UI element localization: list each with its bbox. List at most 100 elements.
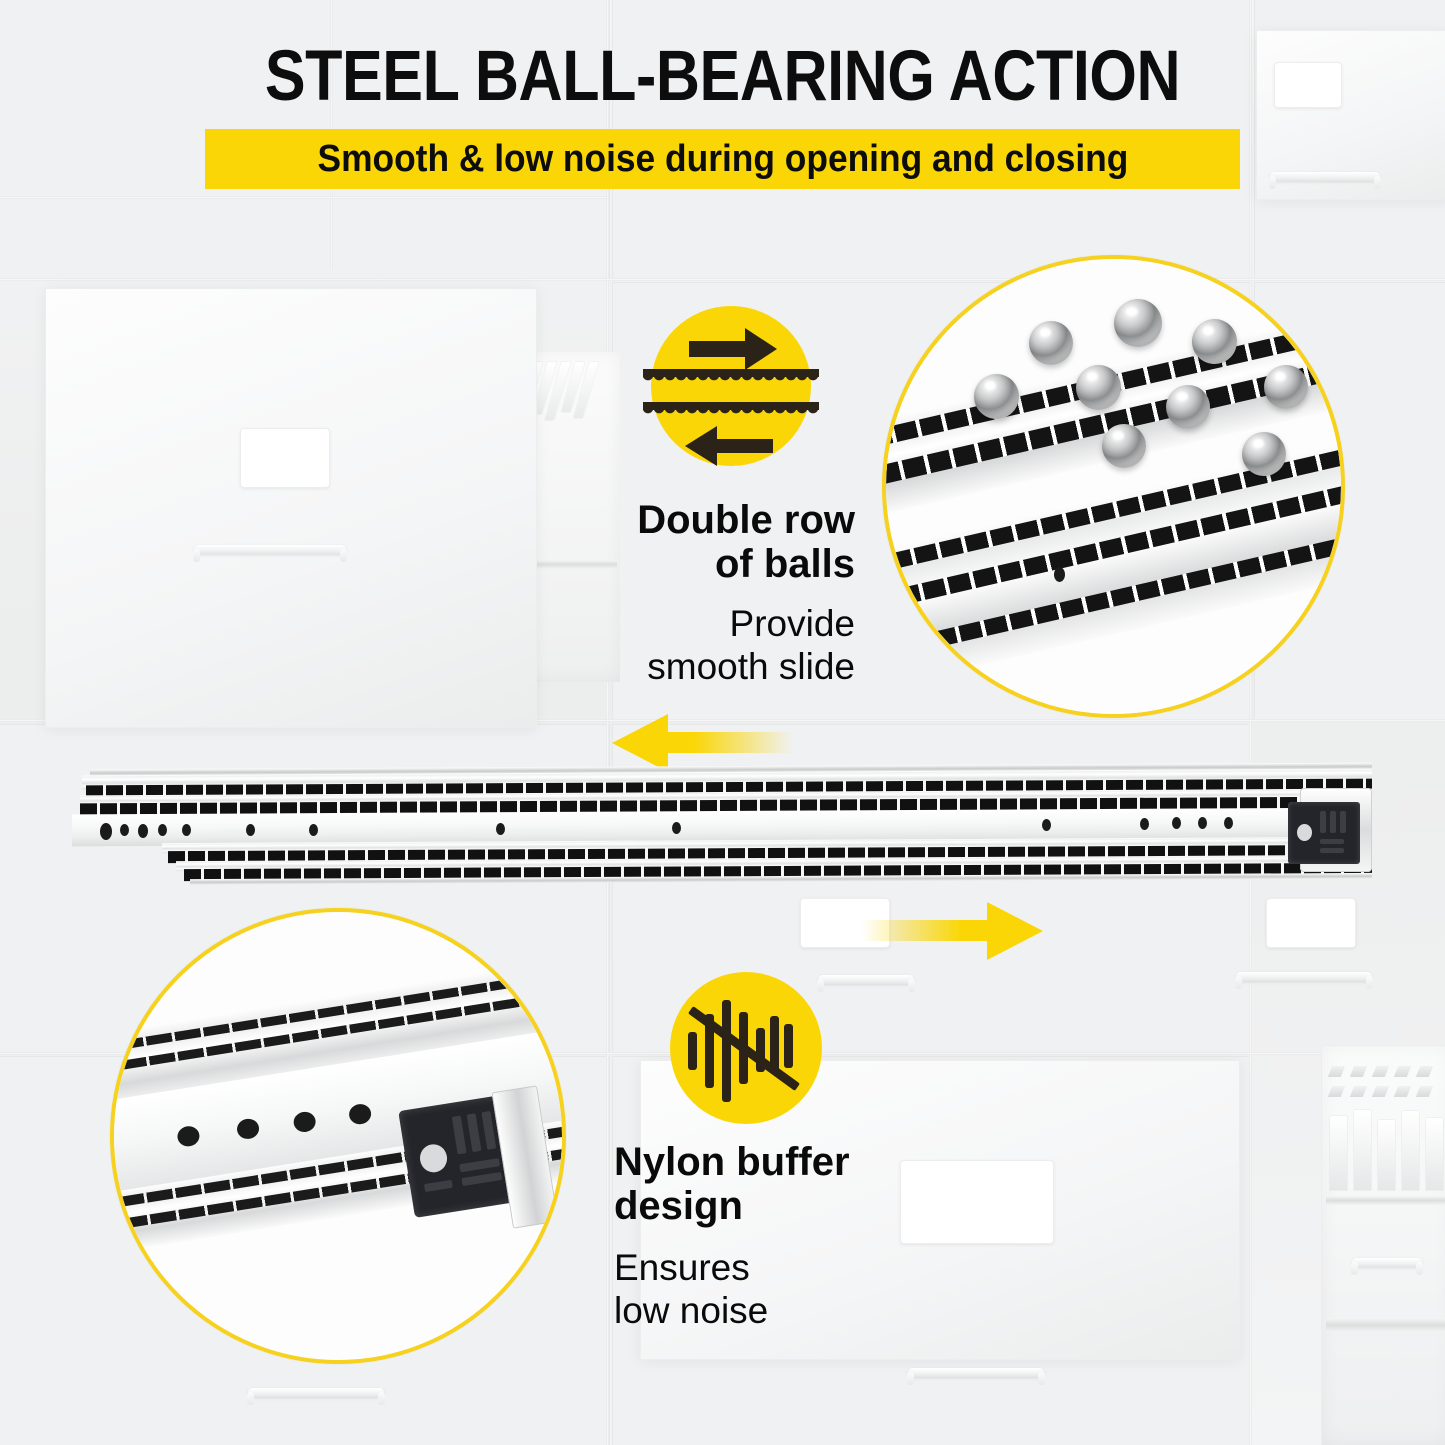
folder-tab (1371, 1066, 1390, 1077)
mounting-hole (1042, 819, 1051, 831)
feature-callout-double-row: Double row of balls Provide smooth slide (545, 498, 855, 688)
feature-body-line1: Ensures (614, 1247, 750, 1288)
feature-body-line1: Provide (729, 603, 855, 644)
cabinet-drawer-front (1256, 30, 1445, 200)
push-close-direction-arrow (862, 902, 1043, 960)
cabinet-seam (0, 196, 606, 199)
drawer-handle (907, 1368, 1045, 1385)
ball-row-lower (643, 402, 819, 422)
folder-tab (1393, 1066, 1412, 1077)
mounting-hole (176, 1124, 201, 1148)
feature-heading-line1: Nylon buffer (614, 1140, 850, 1184)
hanging-file (1378, 1120, 1395, 1190)
feature-body-line2: low noise (614, 1290, 769, 1331)
mounting-hole (138, 824, 148, 838)
folder-tab (1371, 1086, 1390, 1097)
cabinet-seam (1249, 0, 1252, 1445)
folder-tab (1327, 1066, 1346, 1077)
cabinet-seam (0, 719, 1445, 722)
open-file-drawer (1322, 1046, 1445, 1445)
buffer-slot (481, 1110, 497, 1150)
mounting-hole (1054, 567, 1065, 582)
buffer-slot (1320, 839, 1344, 844)
buffer-hole (1297, 824, 1312, 841)
drawer-rail (505, 560, 617, 569)
mounting-hole (1224, 817, 1233, 829)
mounting-hole (246, 824, 255, 836)
ball-bearing-drawer-slide (72, 762, 1372, 886)
mounting-hole (496, 823, 505, 835)
folder-tab (1349, 1066, 1368, 1077)
mounting-hole (235, 1117, 261, 1141)
sound-bar (688, 1032, 697, 1070)
buffer-slot (466, 1113, 482, 1153)
mounting-hole (182, 824, 191, 836)
steel-ball (1076, 365, 1121, 410)
folder-tab (1327, 1086, 1346, 1097)
steel-ball (1192, 319, 1237, 364)
buffer-slot (1330, 811, 1336, 833)
hanging-file-row (1330, 1110, 1443, 1190)
hanging-file (1426, 1118, 1443, 1190)
feature-body-line2: smooth slide (647, 646, 855, 687)
mounting-hole (1198, 817, 1207, 829)
drawer-label-holder (900, 1160, 1054, 1244)
mounting-hole (120, 824, 129, 836)
no-noise-icon-inner (670, 972, 822, 1124)
steel-balls-closeup-magnifier (882, 255, 1345, 718)
hanging-file (1354, 1110, 1371, 1190)
buffer-slot (423, 1179, 453, 1193)
race-bar (643, 369, 819, 377)
rail-closeup (886, 259, 1341, 714)
pull-open-direction-arrow (612, 714, 793, 772)
buffer-slot (1320, 811, 1326, 833)
magnifier-content (114, 912, 562, 1360)
drawer-label-holder (240, 428, 330, 488)
folder-tab-row (1327, 1066, 1434, 1077)
buffer-slot (451, 1115, 467, 1155)
ball-series (643, 408, 819, 422)
folder-tab (1349, 1086, 1368, 1097)
buffer-slot (459, 1158, 501, 1173)
drawer-handle (193, 545, 347, 562)
feature-heading-line1: Double row (637, 498, 855, 542)
sound-bar (722, 1000, 731, 1102)
drawer-handle (817, 975, 915, 992)
slide-end-closeup (114, 912, 562, 1360)
feature-heading-line2: design (614, 1184, 743, 1228)
sound-bar (784, 1024, 793, 1068)
folder-tab (1415, 1086, 1434, 1097)
page-title: STEEL BALL-BEARING ACTION (264, 37, 1181, 116)
drawer-label-holder (1274, 62, 1342, 108)
buffer-hole (418, 1142, 450, 1175)
subtitle-banner: Smooth & low noise during opening and cl… (205, 129, 1240, 189)
double-row-ball-bearing-icon (643, 306, 819, 466)
race-bar (643, 402, 819, 410)
mounting-hole (100, 823, 112, 840)
folder-tab (1415, 1066, 1434, 1077)
arrow-left-icon (685, 426, 773, 466)
feature-callout-nylon-buffer: Nylon buffer design Ensures low noise (614, 1140, 944, 1332)
steel-ball (1102, 424, 1146, 468)
drawer-handle (247, 1388, 385, 1405)
cabinet-seam (606, 0, 609, 1445)
buffer-slot (461, 1171, 503, 1187)
steel-ball (1264, 365, 1308, 409)
mounting-hole (309, 824, 318, 836)
drawer-label-holder (1266, 898, 1356, 948)
magnifier-content (886, 259, 1341, 714)
drawer-handle (1235, 972, 1373, 989)
folder-tab-row (1327, 1086, 1434, 1097)
steel-ball (1242, 432, 1286, 476)
mounting-hole (292, 1110, 318, 1134)
nylon-buffer (1288, 802, 1360, 864)
ball-row-upper (643, 369, 819, 389)
drawer-rail (1326, 1196, 1445, 1205)
subtitle-text: Smooth & low noise during opening and cl… (317, 137, 1128, 180)
mounting-hole (347, 1102, 373, 1126)
mounting-hole (1172, 817, 1181, 829)
mounting-hole (158, 824, 167, 836)
folder-tab (1393, 1086, 1412, 1097)
drawer-handle (1269, 172, 1381, 189)
